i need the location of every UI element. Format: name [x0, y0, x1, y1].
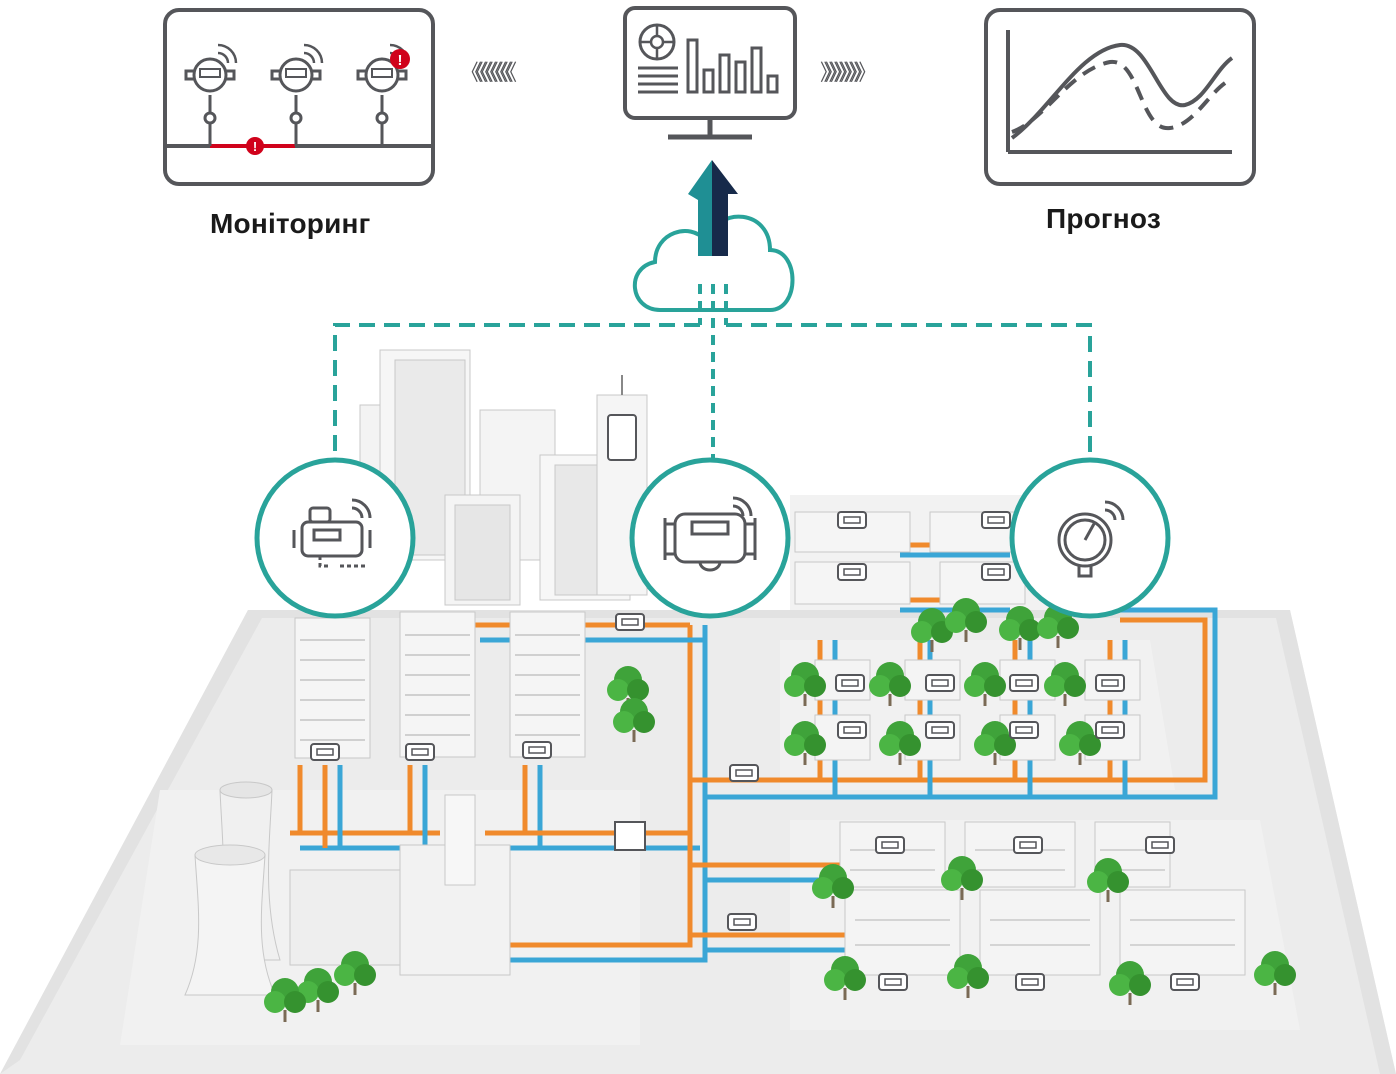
pressure-gauge-hub [1009, 457, 1171, 619]
flow-meter-icon [663, 496, 757, 572]
monitoring-panel: ! ! [163, 8, 435, 186]
heat-meter-icon [292, 498, 372, 568]
cloud-upload-icon [632, 160, 795, 460]
svg-text:!: ! [398, 52, 403, 69]
water-meter-icon [184, 43, 238, 146]
power-plant [184, 781, 646, 996]
forecast-label: Прогноз [1046, 203, 1161, 234]
svg-text:!: ! [253, 139, 257, 154]
flow-meter-hub [629, 457, 791, 619]
pressure-gauge-icon [1057, 500, 1125, 578]
water-meter-alert-icon: ! [356, 43, 410, 146]
apartment-blocks [294, 611, 586, 759]
forecast-panel [984, 8, 1256, 186]
right-arrows: 》》》》》》》》 [820, 61, 871, 86]
monitoring-label: Моніторинг [210, 208, 371, 239]
left-arrows: 《《《《《《《《 [460, 61, 517, 86]
water-meter-icon [270, 43, 324, 146]
pipe-alert-icon [246, 137, 264, 155]
dashboard-monitor-icon [623, 6, 797, 140]
residential-buildings [839, 821, 1246, 976]
heat-meter-hub [254, 457, 416, 619]
data-connections [333, 323, 1092, 460]
